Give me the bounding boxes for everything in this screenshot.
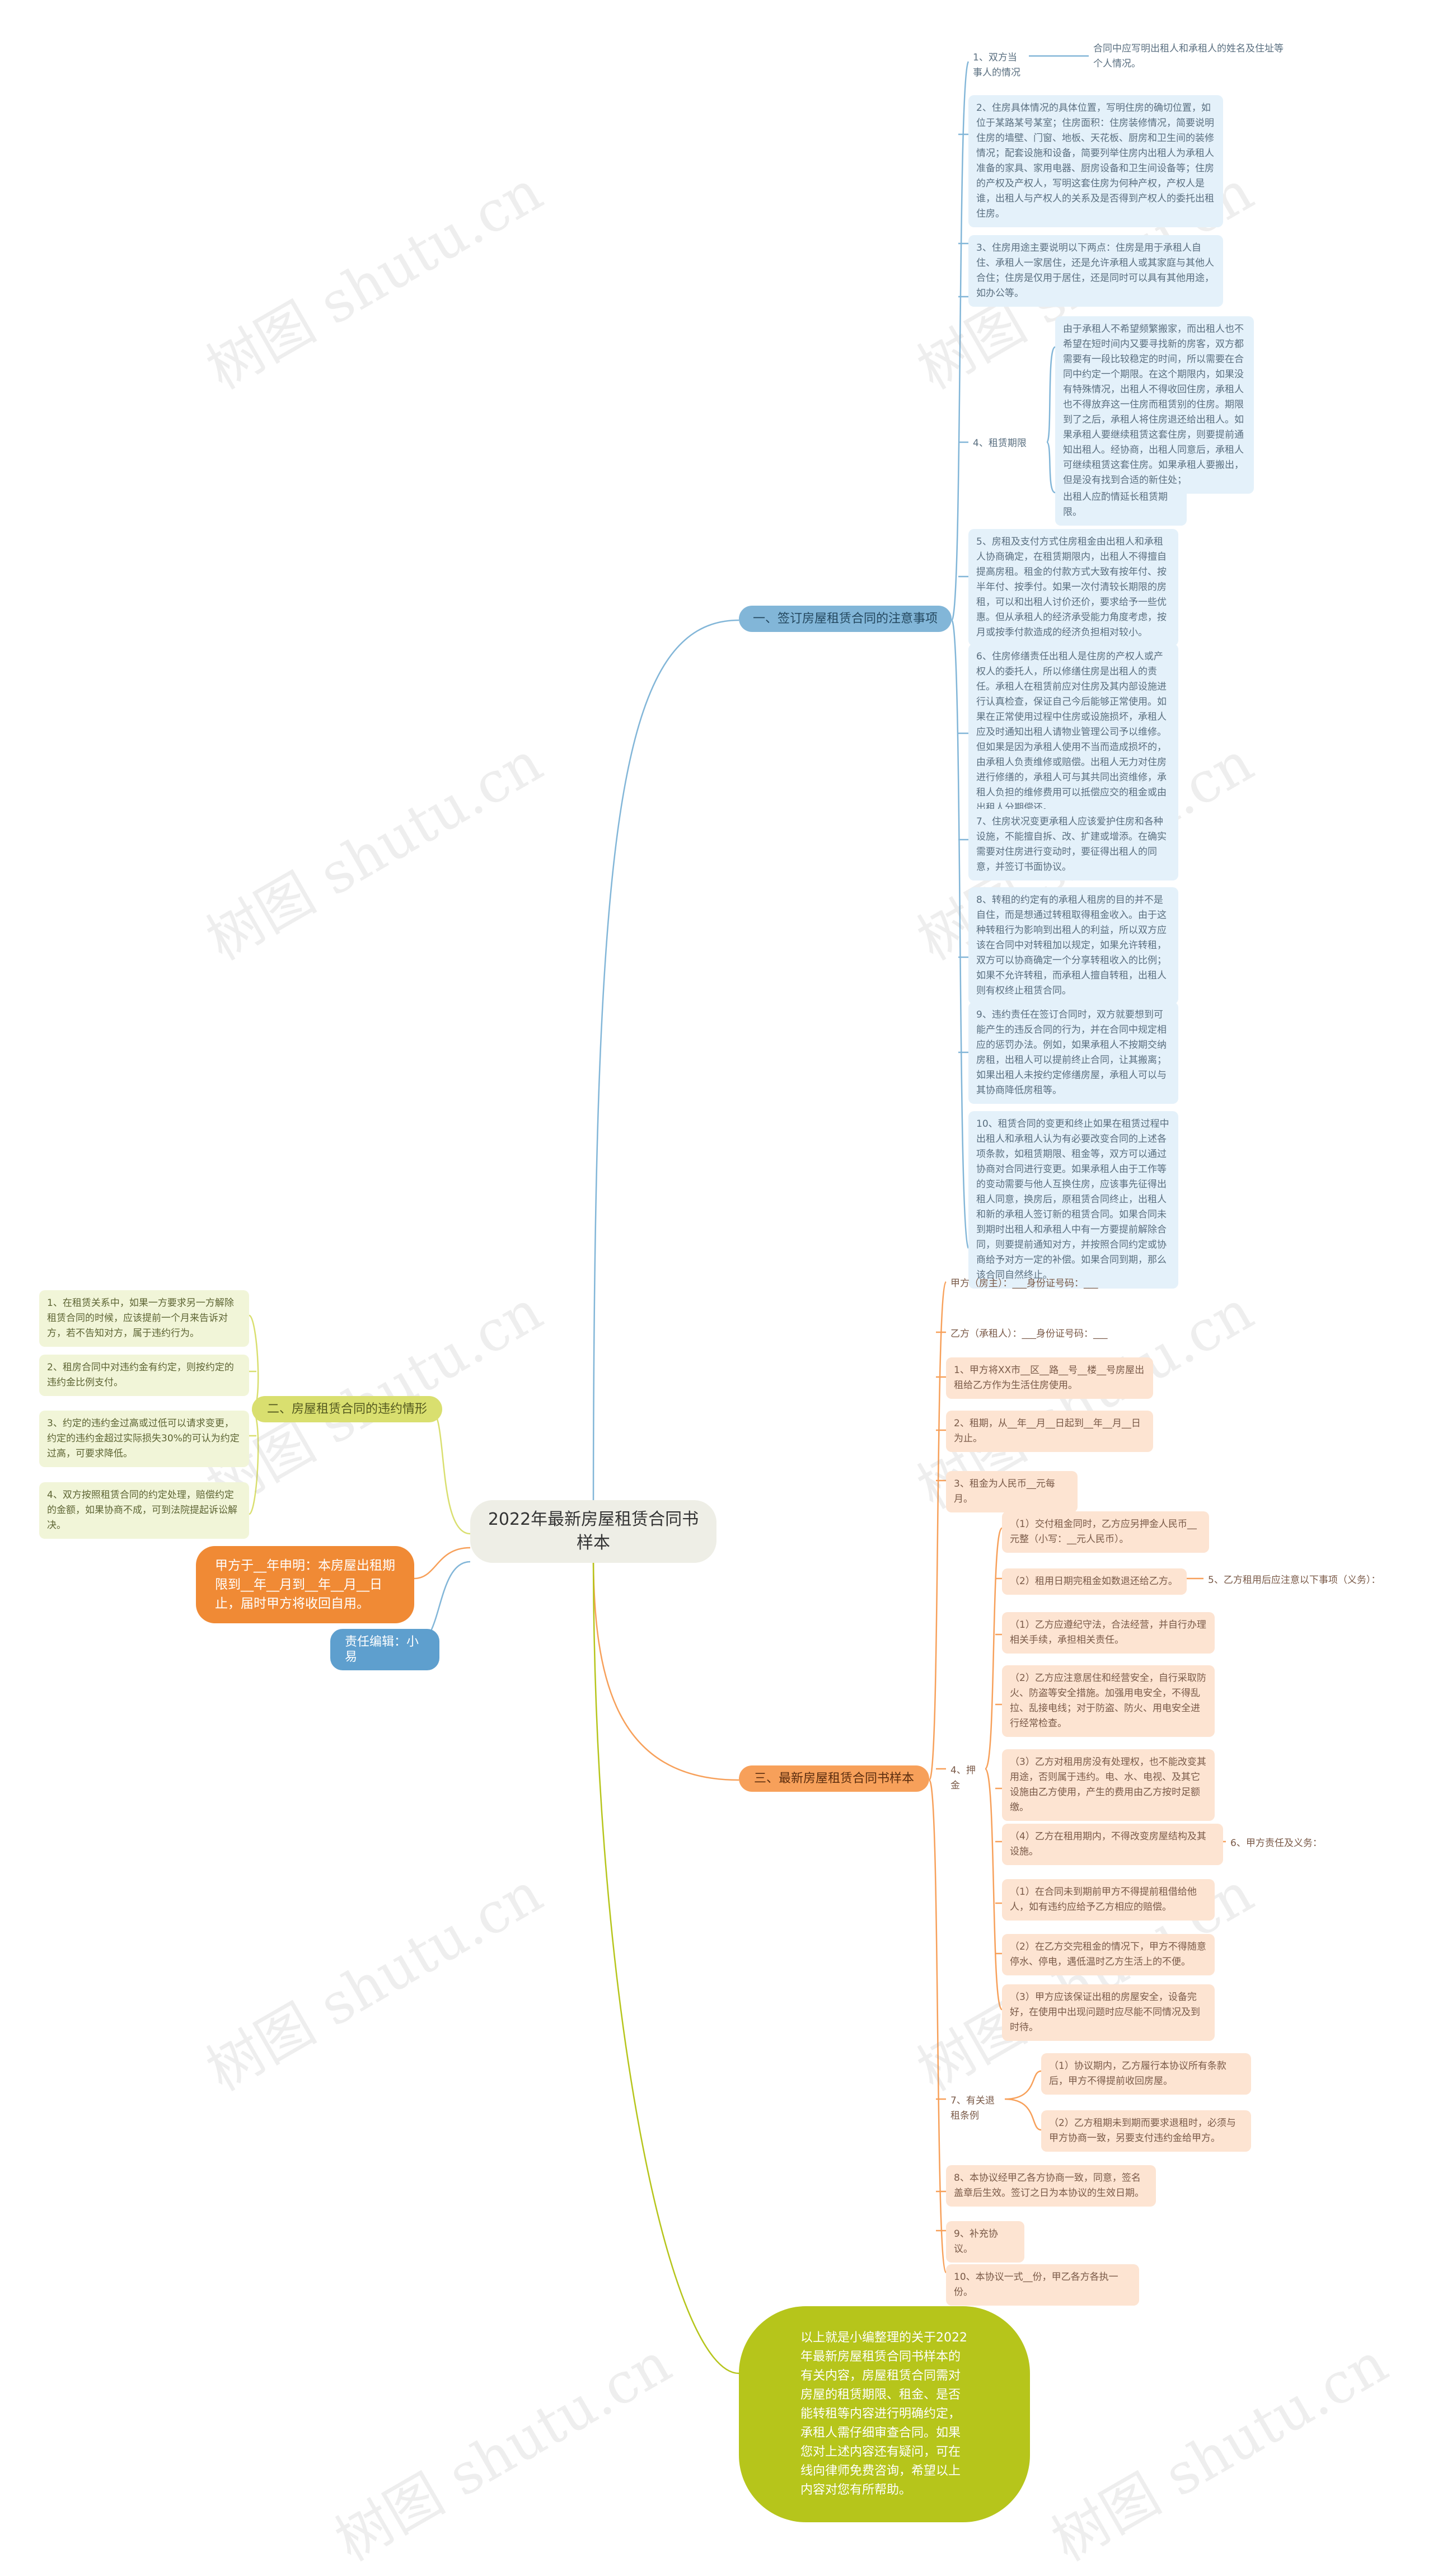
summary-bubble[interactable]: 以上就是小编整理的关于2022年最新房屋租赁合同书样本的有关内容，房屋租赁合同需… bbox=[739, 2306, 1030, 2522]
b1-item-2[interactable]: 2、住房具体情况的具体位置，写明住房的确切位置，如位于某路某号某室；住房面积：住… bbox=[968, 95, 1223, 227]
link-root-summary bbox=[592, 1553, 739, 2374]
b1-item-10[interactable]: 10、租赁合同的变更和终止如果在租赁过程中出租人和承租人认为有必要改变合同的上述… bbox=[968, 1111, 1178, 1289]
b1-item-8[interactable]: 8、转租的约定有的承租人租房的目的并不是自住，而是想通过转租取得租金收入。由于这… bbox=[968, 887, 1178, 1004]
b1-item-3[interactable]: 3、住房用途主要说明以下两点：住房是用于承租人自住、承租人一家居住，还是允许承租… bbox=[968, 235, 1223, 307]
b3-item-9[interactable]: 9、补充协议。 bbox=[946, 2221, 1024, 2263]
b1-party-detail[interactable]: 合同中应写明出租人和承租人的姓名及住址等个人情况。 bbox=[1093, 43, 1284, 69]
b1-item-7[interactable]: 7、住房状况变更承租人应该爱护住房和各种设施，不能擅自拆、改、扩建或增添。在确实… bbox=[968, 809, 1178, 880]
b3-item-1[interactable]: 1、甲方将XX市__区__路__号__楼__号房屋出租给乙方作为生活住房使用。 bbox=[946, 1357, 1153, 1399]
b3-item-10[interactable]: 10、本协议一式__份，甲乙各方各执一份。 bbox=[946, 2264, 1139, 2306]
b3-lessee-3[interactable]: （3）乙方对租用房没有处理权，也不能改变其用途，否则属于违约。电、水、电视、及其… bbox=[1002, 1749, 1215, 1821]
b1-item-6[interactable]: 6、住房修缮责任出租人是住房的产权人或产权人的委托人，所以修缮住房是出租人的责任… bbox=[968, 644, 1178, 821]
link-root-branch1 bbox=[592, 619, 739, 1523]
b1-item-5[interactable]: 5、房租及支付方式住房租金由出租人和承租人协商确定，在租赁期限内，出租人不得擅自… bbox=[968, 529, 1178, 646]
b3-item-3[interactable]: 3、租金为人民币__元每月。 bbox=[946, 1471, 1078, 1512]
b3-item-4[interactable]: 4、押金 bbox=[950, 1765, 976, 1791]
branch-breach-cases[interactable]: 二、房屋租赁合同的违约情形 bbox=[252, 1396, 442, 1422]
connector-lines bbox=[248, 55, 1226, 2374]
b1-item-9[interactable]: 9、违约责任在签订合同时，双方就要想到可能产生的违反合同的行为，并在合同中规定相… bbox=[968, 1002, 1178, 1104]
root-topic[interactable]: 2022年最新房屋租赁合同书样本 bbox=[470, 1500, 716, 1563]
b3-lessee-1[interactable]: （1）乙方应遵纪守法，合法经营，并自行办理相关手续，承担相关责任。 bbox=[1002, 1612, 1215, 1654]
b3-withdraw-1[interactable]: （1）协议期内，乙方履行本协议所有条款后，甲方不得提前收回房屋。 bbox=[1041, 2053, 1251, 2095]
b3-item-8[interactable]: 8、本协议经甲乙各方协商一致，同意，签名盖章后生效。签订之日为本协议的生效日期。 bbox=[946, 2165, 1156, 2207]
spine-branch3 bbox=[928, 1281, 947, 1781]
editor-credit[interactable]: 责任编辑：小易 bbox=[330, 1629, 439, 1670]
b3-lessee-2[interactable]: （2）乙方应注意居住和经营安全，自行采取防火、防盗等安全措施。加强用电安全，不得… bbox=[1002, 1665, 1215, 1737]
b3-lessee-4[interactable]: （4）乙方在租用期内，不得改变房屋结构及其设施。 bbox=[1002, 1824, 1223, 1865]
b1-term-detail-1[interactable]: 由于承租人不希望频繁搬家，而出租人也不希望在短时间内又要寻找新的房客，双方都需要… bbox=[1055, 316, 1254, 494]
spine-branch1 bbox=[950, 61, 970, 621]
link-root-branch2 bbox=[430, 1409, 471, 1535]
b3-item-5[interactable]: 5、乙方租用后应注意以下事项（义务）： bbox=[1208, 1575, 1381, 1586]
b2-item-1[interactable]: 1、在租赁关系中，如果一方要求另一方解除租赁合同的时候，应该提前一个月来告诉对方… bbox=[39, 1290, 249, 1347]
branch-signing-notes[interactable]: 一、签订房屋租赁合同的注意事项 bbox=[739, 606, 952, 632]
b3-lessor-3[interactable]: （3）甲方应该保证出租的房屋安全，设备完好，在使用中出现问题时应尽能不同情况及到… bbox=[1002, 1984, 1215, 2041]
lessor-note[interactable]: 甲方于__年申明：本房屋出租期限到__年__月到__年__月__日止，届时甲方将… bbox=[196, 1546, 414, 1623]
b3-withdraw-2[interactable]: （2）乙方租期未到期而要求退租时，必须与甲方协商一致，另要支付违约金给甲方。 bbox=[1041, 2110, 1251, 2152]
b3-deposit-1[interactable]: （1）交付租金同时，乙方应另押金人民币__元整（小写：__元人民币）。 bbox=[1002, 1511, 1209, 1553]
b1-item-1[interactable]: 1、双方当事人的情况 bbox=[973, 52, 1020, 78]
b2-item-2[interactable]: 2、租房合同中对违约金有约定，则按约定的违约金比例支付。 bbox=[39, 1355, 249, 1396]
b2-item-4[interactable]: 4、双方按照租赁合同的约定处理，赔偿约定的金额，如果协商不成，可到法院提起诉讼解… bbox=[39, 1482, 249, 1539]
link-root-branch3 bbox=[592, 1553, 739, 1781]
b3-item-6[interactable]: 6、甲方责任及义务： bbox=[1230, 1838, 1322, 1849]
b3-deposit-2[interactable]: （2）租用日期完租金如数退还给乙方。 bbox=[1002, 1568, 1187, 1595]
b1-term-detail-2[interactable]: 出租人应酌情延长租赁期限。 bbox=[1055, 484, 1187, 526]
b2-item-3[interactable]: 3、约定的违约金过高或过低可以请求变更，约定的违约金超过实际损失30%的可认为约… bbox=[39, 1411, 249, 1467]
branch-contract-sample[interactable]: 三、最新房屋租赁合同书样本 bbox=[739, 1765, 929, 1792]
b1-item-4[interactable]: 4、租赁期限 bbox=[973, 438, 1027, 449]
b3-lessor-2[interactable]: （2）在乙方交完租金的情况下，甲方不得随意停水、停电，遇低温时乙方生活上的不便。 bbox=[1002, 1934, 1215, 1975]
b3-item-2[interactable]: 2、租期，从__年__月__日起到__年__月__日为止。 bbox=[946, 1411, 1153, 1452]
b3-item-7[interactable]: 7、有关退租条例 bbox=[950, 2095, 995, 2121]
b3-party-b[interactable]: 乙方（承租人）：___身份证号码：___ bbox=[950, 1328, 1108, 1339]
link-root-note bbox=[414, 1547, 471, 1580]
b3-party-a[interactable]: 甲方（房主）：___身份证号码：___ bbox=[950, 1278, 1098, 1289]
b3-lessor-1[interactable]: （1）在合同未到期前甲方不得提前租借给他人，如有违约应给予乙方相应的赔偿。 bbox=[1002, 1879, 1215, 1921]
